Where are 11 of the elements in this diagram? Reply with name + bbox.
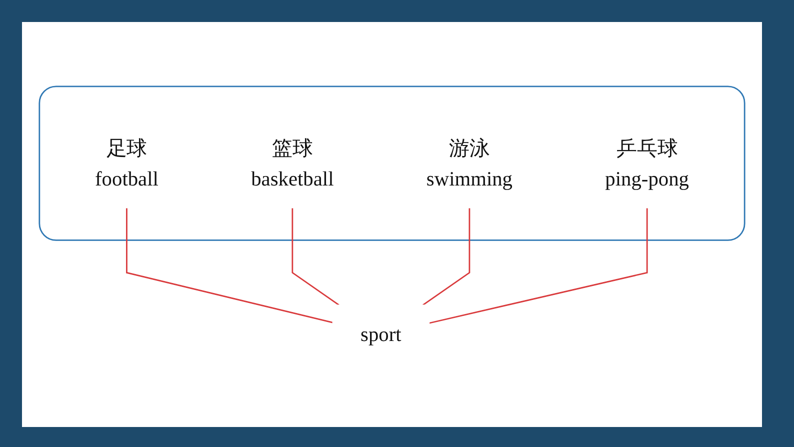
node-text: 篮球 basketball — [251, 136, 334, 190]
connector — [428, 207, 648, 324]
node-text: 游泳 swimming — [426, 136, 513, 190]
node-text: sport — [360, 322, 402, 346]
cluster — [38, 85, 746, 240]
connector — [422, 207, 470, 306]
slide-background: 足球 football 篮球 basketball 游泳 swimming 乒乓球 ping-pong sport — [22, 22, 762, 427]
connector — [126, 207, 333, 323]
node-text: 乒乓球 ping-pong — [605, 136, 689, 190]
connector — [292, 207, 340, 306]
node-text: 足球 football — [95, 136, 158, 190]
